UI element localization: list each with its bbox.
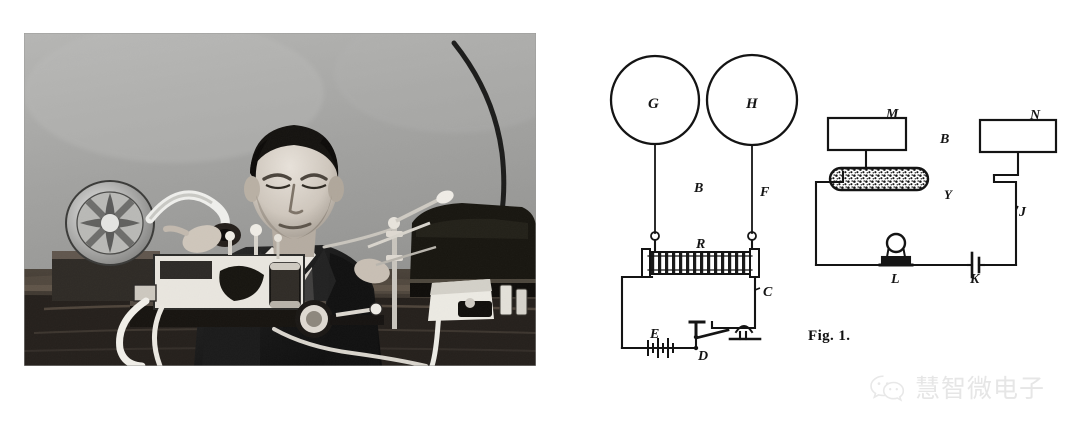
wechat-icon — [870, 375, 905, 402]
label-wire-c: C — [763, 285, 773, 300]
bell-l — [878, 232, 914, 267]
label-key-d: D — [697, 349, 708, 364]
induction-coil-r — [641, 248, 760, 278]
coherer-tube — [828, 166, 930, 192]
label-wire-j: J — [1018, 205, 1027, 220]
label-coherer-y: Y — [944, 187, 953, 202]
telegraph-key-d — [688, 320, 762, 351]
label-sphere-h: H — [745, 96, 759, 112]
figure-caption: Fig. 1. — [808, 328, 851, 344]
label-sphere-g: G — [648, 96, 659, 112]
wire-left-receiver — [814, 170, 845, 267]
plate-n — [978, 118, 1058, 154]
label-battery-e: E — [649, 327, 659, 342]
figure-canvas: G H B F R C E D M N B Y J L K — [609, 53, 1058, 364]
wire-left-down — [620, 275, 654, 350]
watermark-text: 慧智微电子 — [915, 373, 1046, 403]
lead-n — [992, 150, 1020, 177]
transmitter-diagram — [609, 53, 799, 358]
marconi-photo — [24, 33, 536, 366]
label-battery-k: K — [969, 272, 981, 287]
wechat-watermark: 慧智微电子 — [868, 368, 1045, 408]
label-bell-l: L — [890, 272, 900, 287]
label-plate-n: N — [1029, 108, 1041, 123]
photo-canvas — [24, 33, 536, 366]
label-wire-b: B — [693, 181, 703, 196]
receiver-diagram — [814, 116, 1058, 279]
patent-figure-panel: G H B F R C E D M N B Y J L K Fig. 1. — [560, 0, 1080, 435]
label-gap-b: B — [939, 132, 949, 147]
wire-c — [710, 275, 757, 330]
wire-j — [992, 173, 1018, 267]
label-plate-m: M — [885, 107, 899, 122]
plate-m — [826, 116, 908, 152]
label-wire-f: F — [759, 185, 770, 200]
battery-e — [635, 338, 697, 358]
label-coil-r: R — [695, 237, 705, 252]
